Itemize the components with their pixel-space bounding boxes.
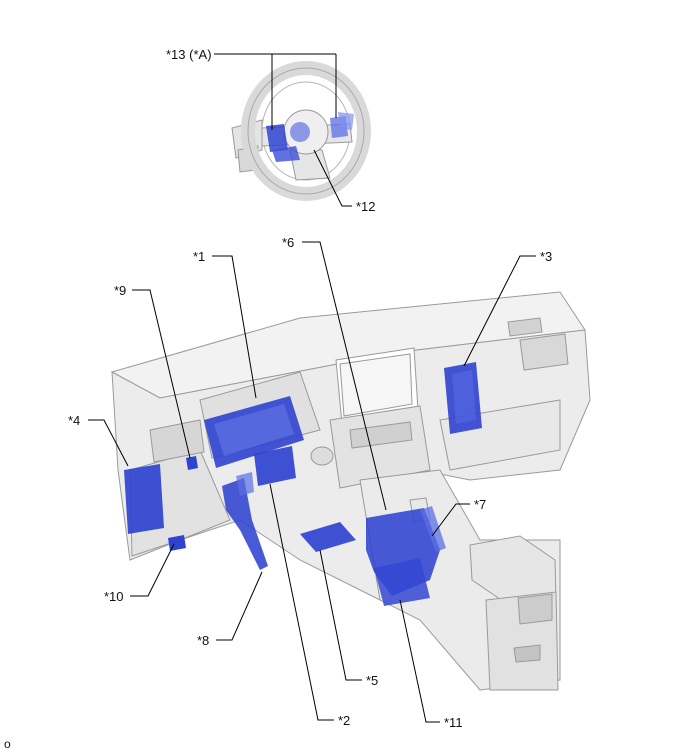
callout-11: *11 <box>444 715 463 730</box>
callout-1: *1 <box>193 249 205 264</box>
dashboard-illustration <box>110 291 591 691</box>
left-side-ecu <box>124 464 164 534</box>
callout-2: *2 <box>338 713 350 728</box>
floor-ecu <box>300 522 356 552</box>
combination-meter <box>204 396 304 468</box>
callout-10: *10 <box>104 589 124 604</box>
callout-4: *4 <box>68 413 80 428</box>
callout-labels: *13 (*A) *12 *1 *6 *3 *9 *4 *7 *10 *8 *5… <box>68 47 552 730</box>
leader-lines <box>88 53 536 723</box>
callout-6: *6 <box>282 235 294 250</box>
callout-7: *7 <box>474 497 486 512</box>
steering-pad-switch-left <box>266 124 288 152</box>
callout-9: *9 <box>114 283 126 298</box>
callout-8: *8 <box>197 633 209 648</box>
callout-5: *5 <box>366 673 378 688</box>
small-sensor <box>186 456 198 470</box>
callout-13: *13 (*A) <box>166 47 212 62</box>
steering-wheel-illustration <box>231 61 371 201</box>
highlighted-components <box>124 362 482 606</box>
ecu-under-cluster <box>254 446 296 486</box>
callout-3: *3 <box>540 249 552 264</box>
footer-mark: o <box>4 737 11 751</box>
callout-12: *12 <box>356 199 376 214</box>
pedal-assembly <box>222 478 268 570</box>
